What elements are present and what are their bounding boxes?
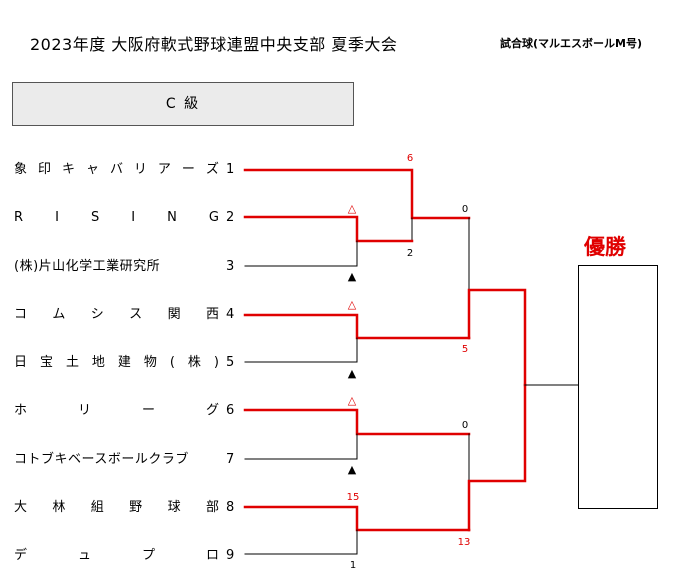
score-q1-top: 0 xyxy=(461,204,469,215)
forfeit-win-mark-6: △ xyxy=(347,394,357,407)
forfeit-loss-mark-7: ▲ xyxy=(347,463,357,476)
score-m1-bottom: 2 xyxy=(406,248,414,259)
forfeit-win-mark-4: △ xyxy=(347,298,357,311)
seed-1: 1 xyxy=(226,162,235,177)
line-team6 xyxy=(243,408,471,436)
score-m4-top: 15 xyxy=(346,492,360,503)
score-m1-top: 6 xyxy=(406,153,414,164)
team-name-9: デュプロ xyxy=(14,548,219,563)
division-label: C 級 xyxy=(12,82,354,126)
score-q2-bottom: 13 xyxy=(457,537,471,548)
score-q2-top: 0 xyxy=(461,420,469,431)
forfeit-win-mark-2: △ xyxy=(347,202,357,215)
team-name-4: コムシス関西 xyxy=(14,307,219,322)
seed-6: 6 xyxy=(226,403,235,418)
forfeit-loss-mark-3: ▲ xyxy=(347,270,357,283)
team-name-3: (株)片山化学工業研究所 xyxy=(14,259,161,274)
forfeit-loss-mark-5: ▲ xyxy=(347,367,357,380)
line-sf2-bottom xyxy=(467,383,527,532)
seed-7: 7 xyxy=(226,452,235,467)
line-team2 xyxy=(243,215,414,243)
score-m4-bottom: 1 xyxy=(349,560,357,571)
team-name-5: 日宝土地建物(株) xyxy=(14,355,219,370)
match-ball-note: 試合球(マルエスボールM号) xyxy=(500,37,643,50)
line-team1 xyxy=(243,168,471,220)
team-name-1: 象印キャバリアーズ xyxy=(14,162,219,177)
line-team7 xyxy=(244,433,358,460)
team-name-8: 大林組野球部 xyxy=(14,500,219,515)
team-name-6: ホリーグ xyxy=(14,403,219,418)
seed-2: 2 xyxy=(226,210,235,225)
line-team8 xyxy=(243,505,471,532)
line-team4 xyxy=(243,313,471,340)
champion-label: 優勝 xyxy=(584,234,626,259)
line-team3 xyxy=(244,240,358,267)
seed-5: 5 xyxy=(226,355,235,370)
seed-8: 8 xyxy=(226,500,235,515)
line-team9 xyxy=(244,529,358,555)
seed-9: 9 xyxy=(226,548,235,563)
line-sf1-bottom xyxy=(467,288,527,387)
seed-3: 3 xyxy=(226,259,235,274)
score-q1-bottom: 5 xyxy=(461,344,469,355)
line-m1-loser xyxy=(356,217,413,242)
team-name-7: コトブキベースボールクラブ xyxy=(14,452,189,467)
line-team5 xyxy=(244,337,358,363)
page-title: 2023年度 大阪府軟式野球連盟中央支部 夏季大会 xyxy=(30,35,398,54)
seed-4: 4 xyxy=(226,307,235,322)
champion-box xyxy=(578,265,658,509)
